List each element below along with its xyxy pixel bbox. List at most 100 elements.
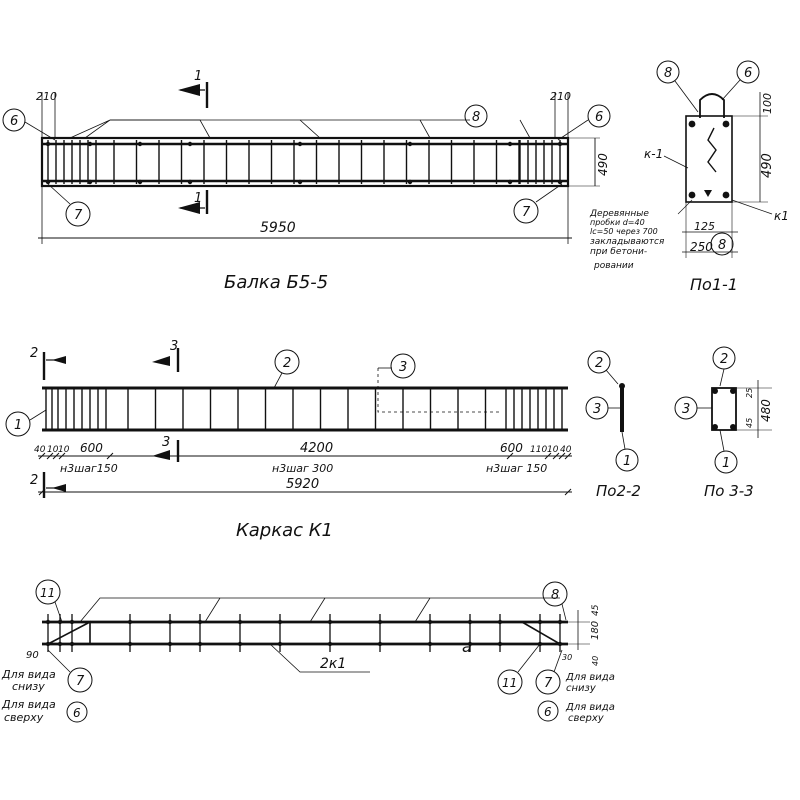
- section11-inner-bar: [707, 127, 717, 173]
- section33-callout-1: 1: [714, 429, 738, 474]
- plan-stud-dot: [197, 619, 203, 625]
- section11-label-k1-right: к1: [774, 209, 789, 223]
- svg-text:6: 6: [595, 110, 603, 125]
- plan-dim-90: 90: [26, 650, 39, 661]
- plan-stud-dot: [57, 619, 63, 625]
- section11-dim-width: 250: [690, 240, 713, 254]
- beam-title: Балка Б5-5: [224, 272, 328, 293]
- beam-dim-height: 490: [596, 153, 610, 176]
- plan-stud-dot: [427, 619, 433, 625]
- svg-text:11: 11: [40, 586, 55, 600]
- frame-pitch-right: н3шаг 150: [486, 462, 547, 475]
- plan-note-left: Для вида снизу Для вида сверху: [1, 668, 56, 724]
- section-mark-top-label: 1: [194, 69, 202, 84]
- frame-pitch-left: н3шаг150: [60, 462, 118, 475]
- svg-text:снизу: снизу: [566, 683, 597, 694]
- section22-callout-3: 3: [585, 396, 620, 420]
- beam-bar-dot: [557, 179, 563, 185]
- plan-leaders: [79, 597, 560, 623]
- svg-text:7: 7: [522, 205, 531, 220]
- frame-callout-2: 2: [273, 349, 300, 389]
- frame-section3-label-bottom: 3: [162, 435, 170, 450]
- section22-callout-1: 1: [615, 431, 639, 472]
- svg-text:6: 6: [10, 114, 18, 129]
- section33-rect: [711, 387, 737, 431]
- frame-dim-mid: 4200: [300, 441, 333, 456]
- svg-text:11: 11: [502, 676, 517, 690]
- section11-label-k1-left: к-1: [644, 147, 663, 161]
- plan-stud-dot: [467, 619, 473, 625]
- plan-stud-dot: [45, 619, 51, 625]
- plan-callout-7-left: 7: [47, 649, 93, 693]
- plan-callout-6-left: 6: [66, 701, 88, 723]
- frame-detail-window: [377, 368, 500, 413]
- beam-bar-dot: [407, 179, 413, 185]
- beam-dim-total: 5950: [260, 220, 296, 236]
- frame-dim-r0: 110: [530, 445, 547, 455]
- plan-callout-11-left: 11: [35, 579, 63, 623]
- beam-bar-dot: [407, 141, 413, 147]
- svg-text:сверху: сверху: [568, 713, 605, 724]
- plan-note-right: Для вида снизу Для вида сверху: [565, 672, 615, 724]
- plan-callout-8: 8: [542, 581, 568, 621]
- plan-stud-dot: [557, 619, 563, 625]
- section33-dim-a: 25: [745, 388, 754, 398]
- section11-dim-inner: 125: [694, 220, 715, 233]
- plan-stud-dot: [537, 619, 543, 625]
- plan-stud-dot: [167, 619, 173, 625]
- plan-view: 2к1 а 11 8 11 7 6 7: [1, 579, 615, 724]
- plan-stud-dot: [497, 641, 503, 647]
- svg-text:8: 8: [718, 238, 726, 253]
- frame-section2-label-top: 2: [30, 346, 38, 361]
- plan-callout-6-right: 6: [537, 700, 559, 722]
- frame-dim-l2: 10: [58, 445, 70, 455]
- section33-dim-h: 480: [759, 399, 773, 422]
- plan-studs: [45, 614, 563, 652]
- beam-bar-dot: [137, 179, 143, 185]
- section11-title: По1-1: [690, 275, 738, 294]
- plan-stud-dot: [69, 641, 75, 647]
- svg-text:1: 1: [14, 418, 22, 433]
- beam-dim-right-end: 210: [550, 90, 571, 103]
- svg-text:lc=50 через 700: lc=50 через 700: [590, 227, 658, 236]
- beam-outline: [40, 136, 570, 188]
- plan-stud-dot: [377, 619, 383, 625]
- section11-cork-icon: [704, 190, 712, 197]
- section22-title: По2-2: [596, 482, 641, 500]
- beam-bar-dot: [137, 141, 143, 147]
- plan-dim-180: 180: [590, 621, 601, 640]
- svg-text:Для вида: Для вида: [565, 672, 615, 683]
- frame-dim-tick: [558, 452, 566, 460]
- plan-stud-dot: [127, 619, 133, 625]
- section11-dim-height: 490: [760, 153, 775, 178]
- frame-stirrups: [45, 388, 563, 430]
- beam-bar-dot: [507, 141, 513, 147]
- section-1-1: 8 6 8 к-1 к1 100 490 125 250 Деревянные …: [589, 60, 789, 294]
- frame-elevation: 2 2 3 3 1 2 3 40 10 10 600: [5, 339, 572, 541]
- plan-stud-dot: [237, 619, 243, 625]
- beam-leaders: [69, 119, 531, 139]
- svg-text:6: 6: [73, 706, 81, 720]
- svg-text:2: 2: [720, 352, 728, 367]
- section11-outline: [685, 115, 733, 203]
- frame-dim-right-600: 600: [500, 441, 523, 455]
- frame-dim-tick: [106, 452, 114, 460]
- callout-6-right: 6: [557, 104, 611, 141]
- frame-dim-tick: [506, 452, 514, 460]
- plan-stud-dot: [277, 619, 283, 625]
- beam-dim-left-end: 210: [36, 90, 57, 103]
- frame-pitch-mid: н3шаг 300: [272, 462, 333, 475]
- plan-dim-40: 40: [591, 656, 600, 666]
- frame-callout-1: 1: [5, 409, 47, 437]
- svg-text:3: 3: [399, 360, 407, 375]
- beam-bar-dot: [297, 179, 303, 185]
- plan-stud-dot: [237, 641, 243, 647]
- frame-section2-label-bottom: 2: [30, 473, 38, 488]
- svg-text:7: 7: [76, 674, 85, 689]
- frame-dim-total: 5920: [286, 477, 319, 492]
- plan-mid-mark: а: [462, 637, 472, 656]
- section33-callout-3: 3: [674, 396, 712, 420]
- section11-dim-top: 100: [761, 93, 774, 114]
- plan-stud-dot: [377, 641, 383, 647]
